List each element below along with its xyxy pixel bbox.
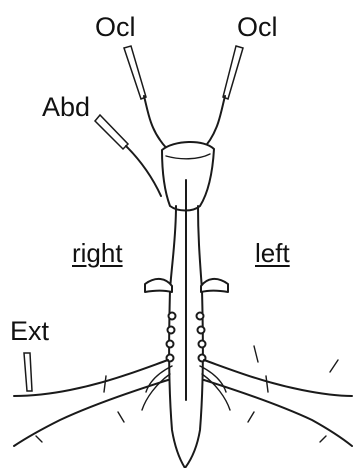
lateral-nerve-left-upper	[14, 360, 168, 396]
ext-label: Ext	[10, 318, 49, 345]
brain-ganglion	[162, 142, 214, 211]
abd-electrode	[95, 115, 128, 149]
thoracic-branch-left	[145, 279, 172, 292]
ocl-right-label: Ocl	[237, 14, 278, 41]
abd-nerve	[126, 146, 161, 196]
ocl-right-electrode	[223, 46, 243, 99]
right-side-label: right	[72, 240, 123, 266]
ocellar-nerve-left	[144, 96, 172, 152]
ocl-left-electrode	[124, 46, 146, 99]
lateral-nerve-left-lower	[14, 380, 168, 446]
abd-label: Abd	[42, 94, 90, 121]
thoracic-branch-right	[201, 279, 228, 292]
lateral-nerve-right-lower	[204, 380, 352, 446]
ext-electrode	[24, 353, 32, 391]
ocl-left-label: Ocl	[95, 14, 136, 41]
connective-left	[169, 206, 185, 468]
left-side-label: left	[255, 240, 290, 266]
connective-right	[185, 206, 203, 468]
